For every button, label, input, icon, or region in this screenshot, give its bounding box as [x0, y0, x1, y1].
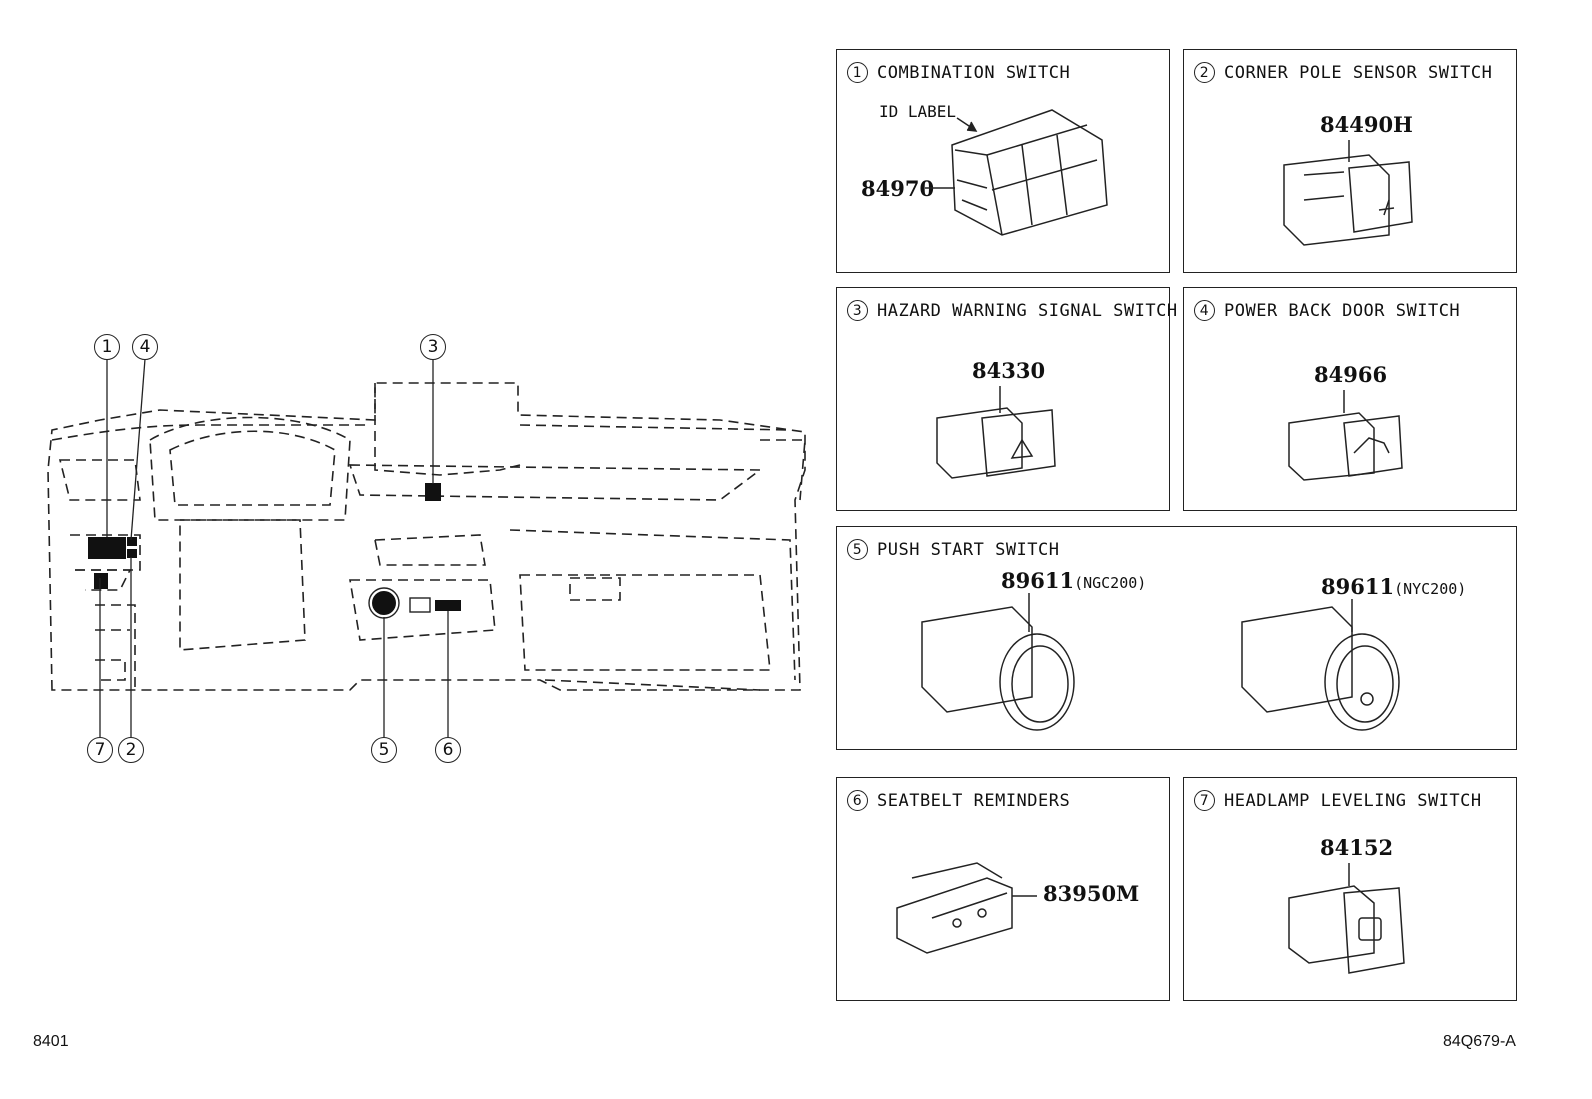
- seatbelt-reminder-drawing: [896, 862, 1037, 954]
- panel-number: 5: [847, 539, 868, 560]
- part-number: 83950M: [1043, 881, 1140, 906]
- hazard-switch-drawing: [936, 386, 1056, 479]
- part-number: 84490H: [1320, 112, 1413, 137]
- callout-6: 6: [435, 737, 461, 763]
- footer-code-left: 8401: [33, 1033, 69, 1050]
- callout-5: 5: [371, 737, 397, 763]
- panel-title-text: PUSH START SWITCH: [877, 539, 1060, 560]
- panel-title: 4 POWER BACK DOOR SWITCH: [1194, 300, 1460, 321]
- dashboard-drawing: [47, 358, 806, 737]
- part-number-ngc200: 89611(NGC200): [1001, 568, 1146, 593]
- part-suffix: (NGC200): [1074, 574, 1147, 592]
- id-label-text: ID LABEL: [879, 102, 957, 121]
- panel-combination-switch: 1 COMBINATION SWITCH ID LABEL 84970: [836, 49, 1170, 273]
- panel-number: 2: [1194, 62, 1215, 83]
- panel-number: 4: [1194, 300, 1215, 321]
- panel-title-text: HEADLAMP LEVELING SWITCH: [1224, 790, 1482, 811]
- panel-title: 3 HAZARD WARNING SIGNAL SWITCH: [847, 300, 1178, 321]
- panel-title-text: HAZARD WARNING SIGNAL SWITCH: [877, 300, 1178, 321]
- callout-1: 1: [94, 334, 120, 360]
- panel-power-back-door-switch: 4 POWER BACK DOOR SWITCH 84966: [1183, 287, 1517, 511]
- callout-7: 7: [87, 737, 113, 763]
- panel-headlamp-leveling-switch: 7 HEADLAMP LEVELING SWITCH 84152: [1183, 777, 1517, 1001]
- panel-title: 5 PUSH START SWITCH: [847, 539, 1060, 560]
- part-number: 84330: [972, 358, 1046, 383]
- part-suffix: (NYC200): [1394, 580, 1467, 598]
- panel-title-text: POWER BACK DOOR SWITCH: [1224, 300, 1461, 321]
- panel-number: 1: [847, 62, 868, 83]
- panel-title: 2 CORNER POLE SENSOR SWITCH: [1194, 62, 1492, 83]
- headlamp-leveling-switch-drawing: [1288, 863, 1405, 974]
- panel-hazard-warning-signal-switch: 3 HAZARD WARNING SIGNAL SWITCH 84330: [836, 287, 1177, 511]
- callout-2: 2: [118, 737, 144, 763]
- combination-switch-drawing: [925, 109, 1108, 236]
- part-number: 84152: [1320, 835, 1394, 860]
- power-back-door-switch-drawing: [1288, 390, 1403, 481]
- corner-pole-sensor-switch-drawing: [1283, 140, 1413, 246]
- part-number: 89611: [1001, 568, 1075, 593]
- panel-push-start-switch: 5 PUSH START SWITCH 89611(NGC200) 89611(…: [836, 526, 1517, 750]
- part-number: 84966: [1314, 362, 1388, 387]
- part-number-nyc200: 89611(NYC200): [1321, 574, 1466, 599]
- panel-title-text: COMBINATION SWITCH: [877, 62, 1071, 83]
- dashboard-overview: 1 4 3 7 2 5 6: [0, 0, 830, 800]
- panel-number: 7: [1194, 790, 1215, 811]
- callout-3: 3: [420, 334, 446, 360]
- part-number: 84970: [861, 176, 935, 201]
- panel-number: 6: [847, 790, 868, 811]
- panel-title: 7 HEADLAMP LEVELING SWITCH: [1194, 790, 1482, 811]
- panel-title-text: SEATBELT REMINDERS: [877, 790, 1071, 811]
- panel-corner-pole-sensor-switch: 2 CORNER POLE SENSOR SWITCH 84490H: [1183, 49, 1517, 273]
- part-number: 89611: [1321, 574, 1395, 599]
- panel-title: 6 SEATBELT REMINDERS: [847, 790, 1070, 811]
- callout-4: 4: [132, 334, 158, 360]
- panel-seatbelt-reminders: 6 SEATBELT REMINDERS 83950M: [836, 777, 1170, 1001]
- panel-number: 3: [847, 300, 868, 321]
- panel-title: 1 COMBINATION SWITCH: [847, 62, 1070, 83]
- panel-title-text: CORNER POLE SENSOR SWITCH: [1224, 62, 1493, 83]
- push-start-switch-drawing: [921, 593, 1400, 731]
- footer-code-right: 84Q679-A: [1443, 1033, 1516, 1050]
